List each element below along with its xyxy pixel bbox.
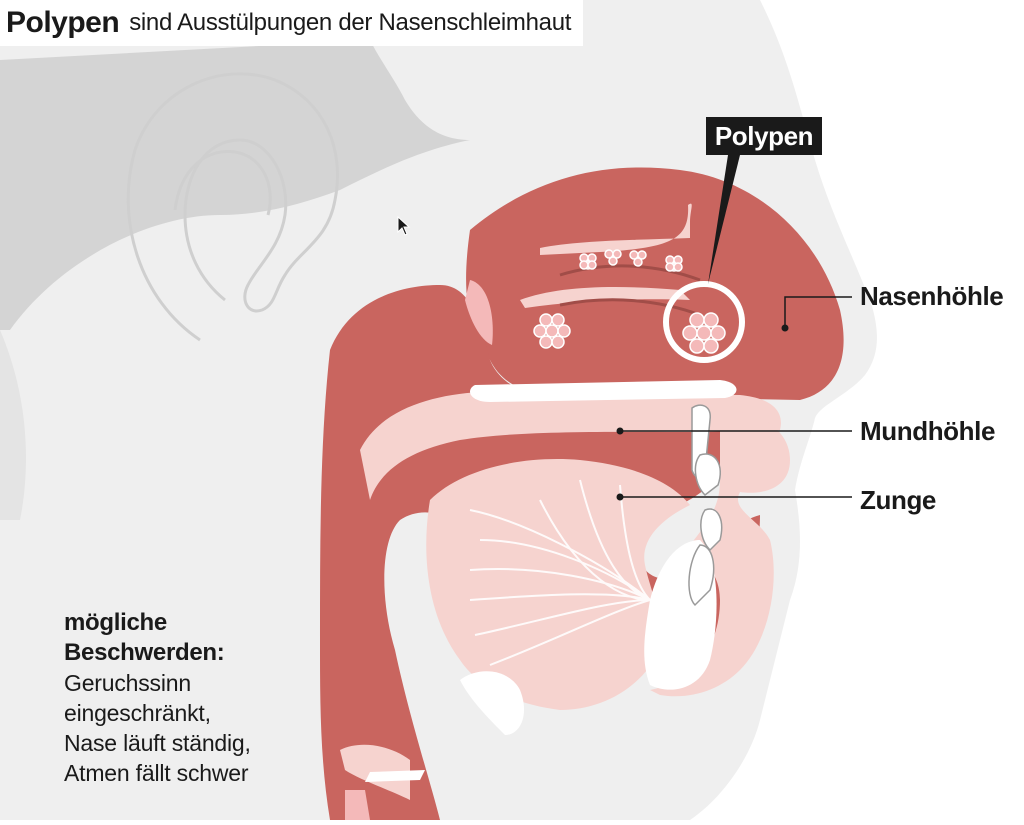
palate-highlight xyxy=(470,380,737,402)
polyp-highlight-ring xyxy=(663,281,745,363)
lower-turbinate xyxy=(520,287,690,308)
ear xyxy=(126,72,339,342)
lower-turbinate-line xyxy=(559,298,701,317)
neck-lower xyxy=(345,790,370,820)
label-nasenhoehle: Nasenhöhle xyxy=(860,281,1004,311)
upper-turbinate xyxy=(540,203,692,255)
polypen-pointer xyxy=(708,155,740,284)
epiglottis xyxy=(465,280,493,345)
teeth xyxy=(688,404,723,607)
title-rest: sind Ausstülpungen der Nasenschleimhaut xyxy=(129,9,572,36)
ear-inner xyxy=(173,150,272,216)
title-strong: Polypen xyxy=(6,6,120,39)
label-mundhoehle: Mundhöhle xyxy=(860,416,996,446)
palate xyxy=(360,392,781,500)
complaints-text: Geruchssinn eingeschränkt, Nase läuft st… xyxy=(64,670,251,786)
polyp-cluster xyxy=(533,313,571,349)
back-of-head-shade xyxy=(0,330,26,520)
title-banner: Polypen sind Ausstülpungen der Nasenschl… xyxy=(0,0,584,46)
middle-turbinate-line xyxy=(559,264,701,282)
polyp-cluster-highlighted xyxy=(682,312,726,354)
leader-dots xyxy=(616,324,789,501)
hyoid xyxy=(460,671,525,735)
tongue-muscle-fibers xyxy=(469,479,651,666)
polyp-cluster xyxy=(579,249,683,272)
leader-lines xyxy=(620,296,852,498)
complaints-box: mögliche Beschwerden: Geruchssinn einges… xyxy=(64,608,364,788)
lips-chin xyxy=(650,410,790,697)
hair xyxy=(0,40,470,330)
label-zunge: Zunge xyxy=(860,485,936,515)
neck-highlight xyxy=(365,770,425,782)
complaints-heading: mögliche Beschwerden: xyxy=(64,609,225,666)
cursor-arrow-icon xyxy=(397,216,411,236)
label-polypen: Polypen xyxy=(706,117,822,155)
